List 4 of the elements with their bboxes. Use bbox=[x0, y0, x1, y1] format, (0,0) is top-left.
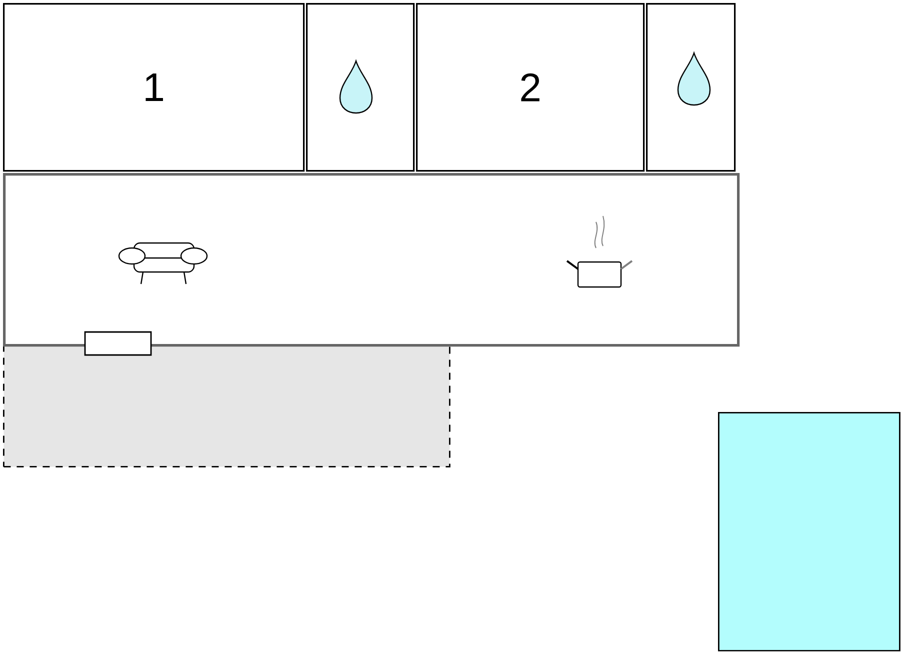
pool bbox=[718, 412, 900, 652]
room-box bbox=[306, 3, 415, 172]
terrace-area bbox=[3, 344, 450, 468]
room-box bbox=[646, 3, 736, 172]
